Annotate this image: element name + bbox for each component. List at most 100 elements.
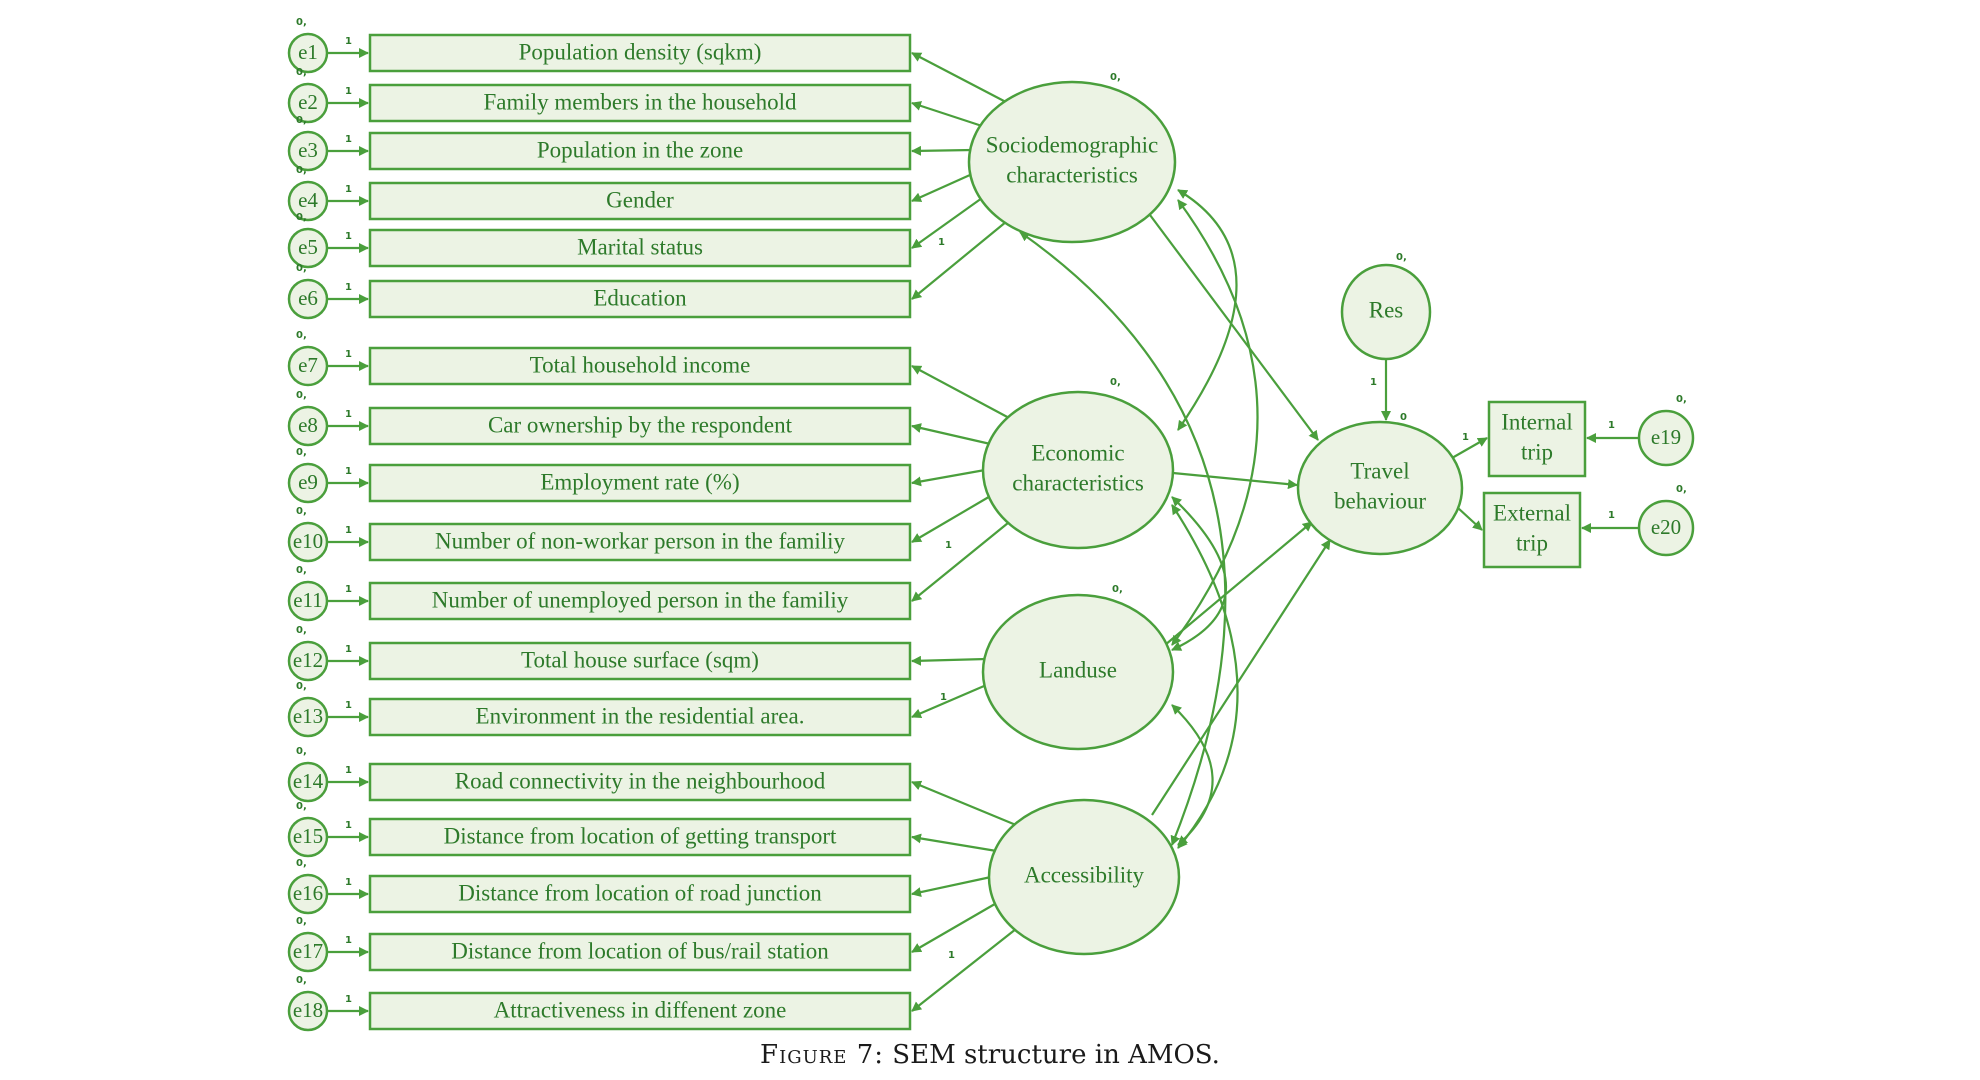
observed-label: Road connectivity in the neighbourhood: [455, 768, 826, 793]
observed-label: Marital status: [577, 234, 703, 259]
loading-land-13: [911, 683, 987, 719]
error-term: [287, 761, 329, 803]
error-label: e3: [298, 138, 318, 162]
cov-socio-access: [1019, 231, 1227, 846]
error-label: e16: [293, 881, 323, 905]
observed-box: [368, 762, 912, 802]
error-weight-label: 1: [1608, 510, 1615, 521]
loading-econ-10: [911, 495, 991, 543]
error-weight-label: 1: [345, 231, 352, 242]
observed-box: [368, 874, 912, 914]
observed-label: Distance from location of bus/rail stati…: [451, 938, 829, 963]
outcome-box: [1482, 491, 1582, 569]
observed-box: [368, 522, 912, 562]
path-land-travel: [1164, 521, 1313, 646]
error-weight-label: 1: [345, 644, 352, 655]
error-label: e18: [293, 998, 323, 1022]
latent-label: Landuse: [1039, 657, 1117, 682]
figure-label: Figure 7:: [760, 1040, 885, 1070]
res-variance-label: 0,: [1396, 252, 1407, 263]
error-variance-label: 0,: [296, 165, 307, 176]
loading-econ-9: [911, 468, 986, 487]
error-term: [287, 278, 329, 320]
loading-socio-1: [911, 52, 1007, 103]
error-term: [1637, 409, 1695, 467]
latent-label: behaviour: [1334, 488, 1426, 513]
error-term: [287, 462, 329, 504]
loading-access-17: [911, 902, 998, 953]
latent-label: Accessibility: [1024, 862, 1145, 887]
error-term: [287, 405, 329, 447]
latent-econ: [981, 390, 1175, 550]
outcome-label: trip: [1516, 530, 1548, 555]
error-variance-label: 0,: [1676, 394, 1687, 405]
error-term: [287, 696, 329, 738]
error-term: [287, 990, 329, 1032]
error-variance-label: 0,: [296, 916, 307, 927]
error-weight-label: 1: [345, 466, 352, 477]
observed-box: [368, 83, 912, 123]
error-term: [287, 873, 329, 915]
loading-econ-7: [911, 365, 1010, 419]
path-travel-internal: [1451, 437, 1488, 459]
error-term: [1637, 499, 1695, 557]
error-label: e5: [298, 235, 318, 259]
error-variance-label: 0,: [296, 263, 307, 274]
path-travel-external: [1457, 507, 1483, 531]
error-label: e10: [293, 529, 323, 553]
error-weight-label: 1: [345, 935, 352, 946]
loading-access-16: [911, 875, 992, 897]
loading-socio-3: [911, 145, 973, 156]
error-variance-label: 0,: [296, 565, 307, 576]
observed-label: Environment in the residential area.: [476, 703, 805, 728]
observed-box: [368, 181, 912, 221]
error-label: e7: [298, 353, 318, 377]
latent-travel: [1296, 420, 1464, 556]
error-weight-label: 1: [345, 765, 352, 776]
error-label: e17: [293, 939, 323, 963]
error-weight-label: 1: [345, 282, 352, 293]
latent-res: [1340, 263, 1432, 361]
error-label: e15: [293, 824, 323, 848]
observed-box: [368, 131, 912, 171]
error-term: [287, 32, 329, 74]
error-label: e20: [1651, 515, 1681, 539]
caption-text: SEM structure in AMOS.: [892, 1040, 1220, 1070]
observed-label: Attractiveness in diffenent zone: [494, 997, 787, 1022]
observed-label: Number of non-workar person in the famil…: [435, 528, 846, 553]
error-variance-label: 0,: [296, 681, 307, 692]
error-weight-label: 1: [345, 820, 352, 831]
cov-socio-econ: [1177, 189, 1238, 431]
access-weight-label: 1: [948, 950, 955, 961]
path-access-travel: [1151, 539, 1331, 816]
econ-weight-label: 1: [945, 540, 952, 551]
land-weight-label: 1: [940, 692, 947, 703]
error-term: [287, 816, 329, 858]
observed-label: Car ownership by the respondent: [488, 412, 793, 437]
path-socio-travel: [1149, 214, 1319, 441]
latent-label: characteristics: [1012, 470, 1144, 495]
error-label: e9: [298, 470, 318, 494]
observed-label: Distance from location of road junction: [458, 880, 822, 905]
loading-access-15: [911, 833, 997, 853]
error-term: [287, 580, 329, 622]
error-weight-label: 1: [345, 700, 352, 711]
loading-socio-6: [911, 221, 1007, 300]
error-weight-label: 1: [345, 409, 352, 420]
error-term: [287, 130, 329, 172]
loading-econ-8: [911, 423, 991, 446]
error-weight-label: 1: [345, 36, 352, 47]
loading-econ-11: [911, 521, 1010, 602]
error-weight-label: 1: [345, 184, 352, 195]
observed-box: [368, 581, 912, 621]
error-term: [287, 931, 329, 973]
latent-access: [987, 798, 1181, 956]
observed-box: [368, 463, 912, 503]
internal-weight-label: 1: [1462, 432, 1469, 443]
latent-variance-label: 0,: [1110, 72, 1121, 83]
error-variance-label: 0,: [296, 801, 307, 812]
observed-label: Distance from location of getting transp…: [444, 823, 837, 848]
observed-box: [368, 279, 912, 319]
outcome-box: [1487, 400, 1587, 478]
